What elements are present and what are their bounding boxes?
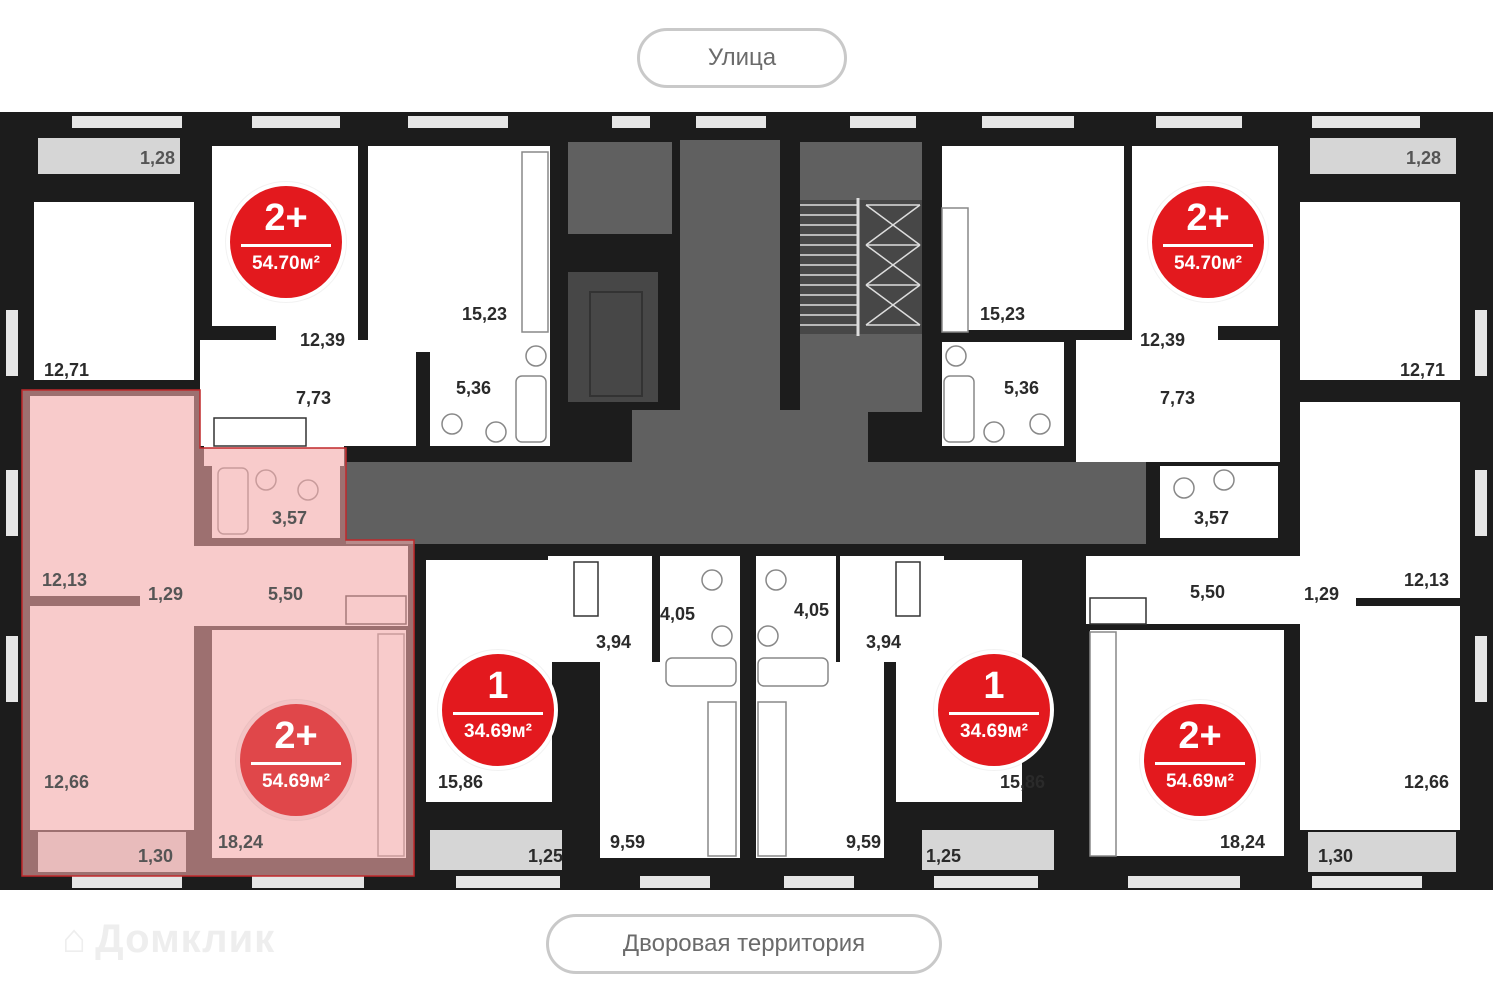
apartment-badge[interactable]: 1 34.69м² (934, 650, 1054, 770)
area-label: 12,13 (42, 570, 88, 590)
yard-label: Дворовая территория (546, 914, 942, 974)
area-label: 15,23 (462, 304, 508, 324)
stairs (800, 198, 921, 336)
badge-area: 54.70м² (1174, 253, 1242, 274)
area-label: 3,94 (866, 632, 902, 652)
area-label: 9,59 (846, 832, 882, 852)
street-label: Улица (637, 28, 847, 88)
area-label: 7,73 (296, 388, 332, 408)
area-label: 1,28 (1406, 148, 1442, 168)
windows-bottom (72, 876, 1422, 888)
area-label: 15,86 (438, 772, 484, 792)
badge-divider (251, 762, 341, 765)
area-label: 5,36 (1004, 378, 1040, 398)
badge-divider (241, 244, 331, 247)
area-label: 12,71 (44, 360, 90, 380)
watermark: ⌂ Домклик (62, 917, 275, 962)
badge-rooms: 2+ (264, 197, 308, 239)
apartment-badge[interactable]: 2+ 54.69м² (1140, 700, 1260, 820)
area-label: 12,71 (1400, 360, 1446, 380)
windows-side (6, 310, 1487, 702)
area-label: 5,50 (1190, 582, 1226, 602)
area-label: 5,36 (456, 378, 492, 398)
badge-rooms: 2+ (274, 715, 318, 757)
area-label: 1,30 (138, 846, 174, 866)
area-label: 12,39 (300, 330, 346, 350)
area-label: 12,66 (44, 772, 90, 792)
area-label: 1,25 (528, 846, 564, 866)
area-label: 18,24 (1220, 832, 1266, 852)
area-label: 3,57 (272, 508, 308, 528)
badge-rooms: 2+ (1178, 715, 1222, 757)
area-label: 3,57 (1194, 508, 1230, 528)
area-label: 1,28 (140, 148, 176, 168)
area-label: 15,86 (1000, 772, 1046, 792)
area-label: 15,23 (980, 304, 1026, 324)
area-label: 9,59 (610, 832, 646, 852)
area-label: 7,73 (1160, 388, 1196, 408)
badge-area: 54.69м² (1166, 771, 1234, 792)
apartment-badge-selected[interactable]: 2+ 54.69м² (236, 700, 356, 820)
badge-divider (1155, 762, 1245, 765)
common-areas (346, 140, 1146, 544)
badge-area: 54.70м² (252, 253, 320, 274)
badge-divider (453, 712, 543, 715)
windows-top (72, 116, 1420, 128)
area-label: 12,66 (1404, 772, 1450, 792)
area-label: 18,24 (218, 832, 264, 852)
area-label: 4,05 (794, 600, 830, 620)
badge-rooms: 1 (983, 665, 1005, 707)
badge-rooms: 2+ (1186, 197, 1230, 239)
area-label: 5,50 (268, 584, 304, 604)
apartment-badge[interactable]: 1 34.69м² (438, 650, 558, 770)
area-label: 1,29 (1304, 584, 1340, 604)
badge-area: 54.69м² (262, 771, 330, 792)
apartment-badge[interactable]: 2+ 54.70м² (226, 182, 346, 302)
area-label: 12,13 (1404, 570, 1450, 590)
badge-rooms: 1 (487, 665, 509, 707)
badge-divider (1163, 244, 1253, 247)
badge-divider (949, 712, 1039, 715)
area-label: 1,29 (148, 584, 184, 604)
area-label: 3,94 (596, 632, 632, 652)
watermark-text: Домклик (95, 917, 276, 961)
area-label: 12,39 (1140, 330, 1186, 350)
apartment-badge[interactable]: 2+ 54.70м² (1148, 182, 1268, 302)
area-label: 1,25 (926, 846, 962, 866)
badge-area: 34.69м² (464, 721, 532, 742)
badge-area: 34.69м² (960, 721, 1028, 742)
area-label: 1,30 (1318, 846, 1354, 866)
house-icon: ⌂ (62, 917, 88, 961)
area-label: 4,05 (660, 604, 696, 624)
